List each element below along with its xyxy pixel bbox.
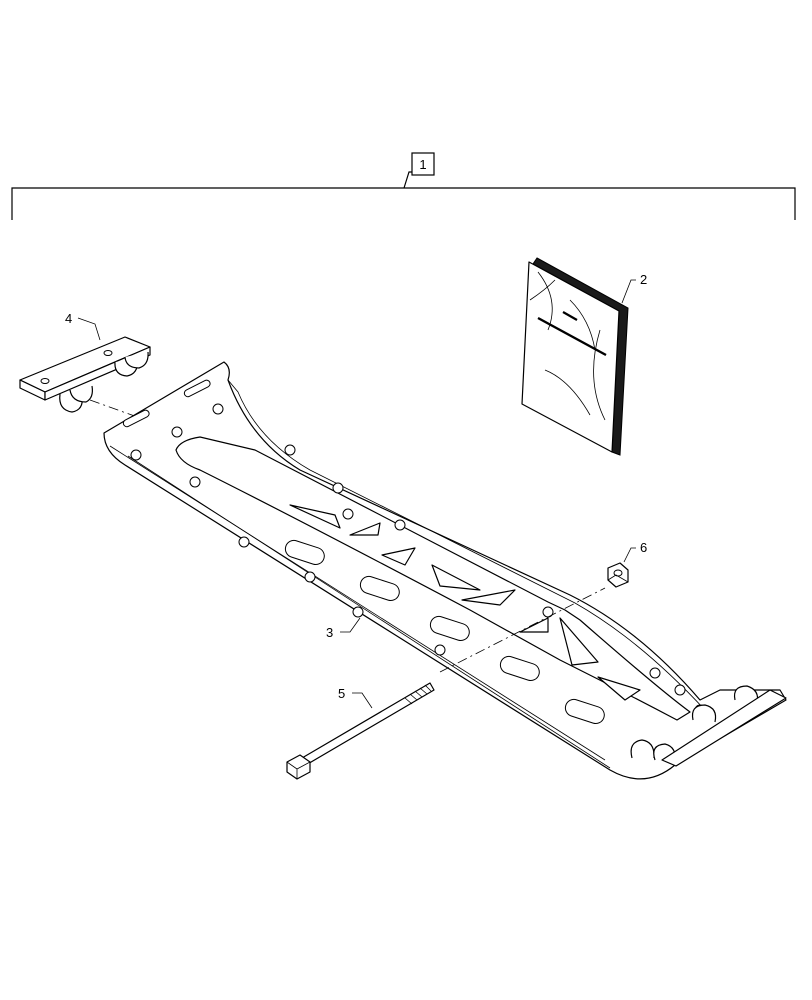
- hex-nut: [607, 562, 629, 588]
- callout-5-label: 5: [338, 686, 345, 701]
- callout-1-label: 1: [419, 157, 426, 172]
- long-bolt: [286, 682, 435, 780]
- assembly-centerline-bolt: [439, 587, 606, 673]
- assembly-centerline-bracket: [89, 399, 141, 419]
- callout-4-label: 4: [65, 311, 72, 326]
- installation-manual: [521, 257, 629, 456]
- callout-5-leader: 5: [338, 686, 373, 709]
- callout-2-leader: 2: [621, 272, 647, 304]
- skid-plate: [103, 361, 787, 780]
- callout-1-box: 1: [411, 152, 435, 176]
- manual-cover-text: [537, 311, 607, 357]
- callout-6-leader: 6: [623, 540, 647, 563]
- hinge-bracket: [19, 336, 151, 413]
- callout-4-leader: 4: [65, 311, 101, 341]
- callout-3-leader: 3: [326, 617, 361, 640]
- kit-bracket: [11, 171, 796, 220]
- callout-3-label: 3: [326, 625, 333, 640]
- callout-6-label: 6: [640, 540, 647, 555]
- callout-2-label: 2: [640, 272, 647, 287]
